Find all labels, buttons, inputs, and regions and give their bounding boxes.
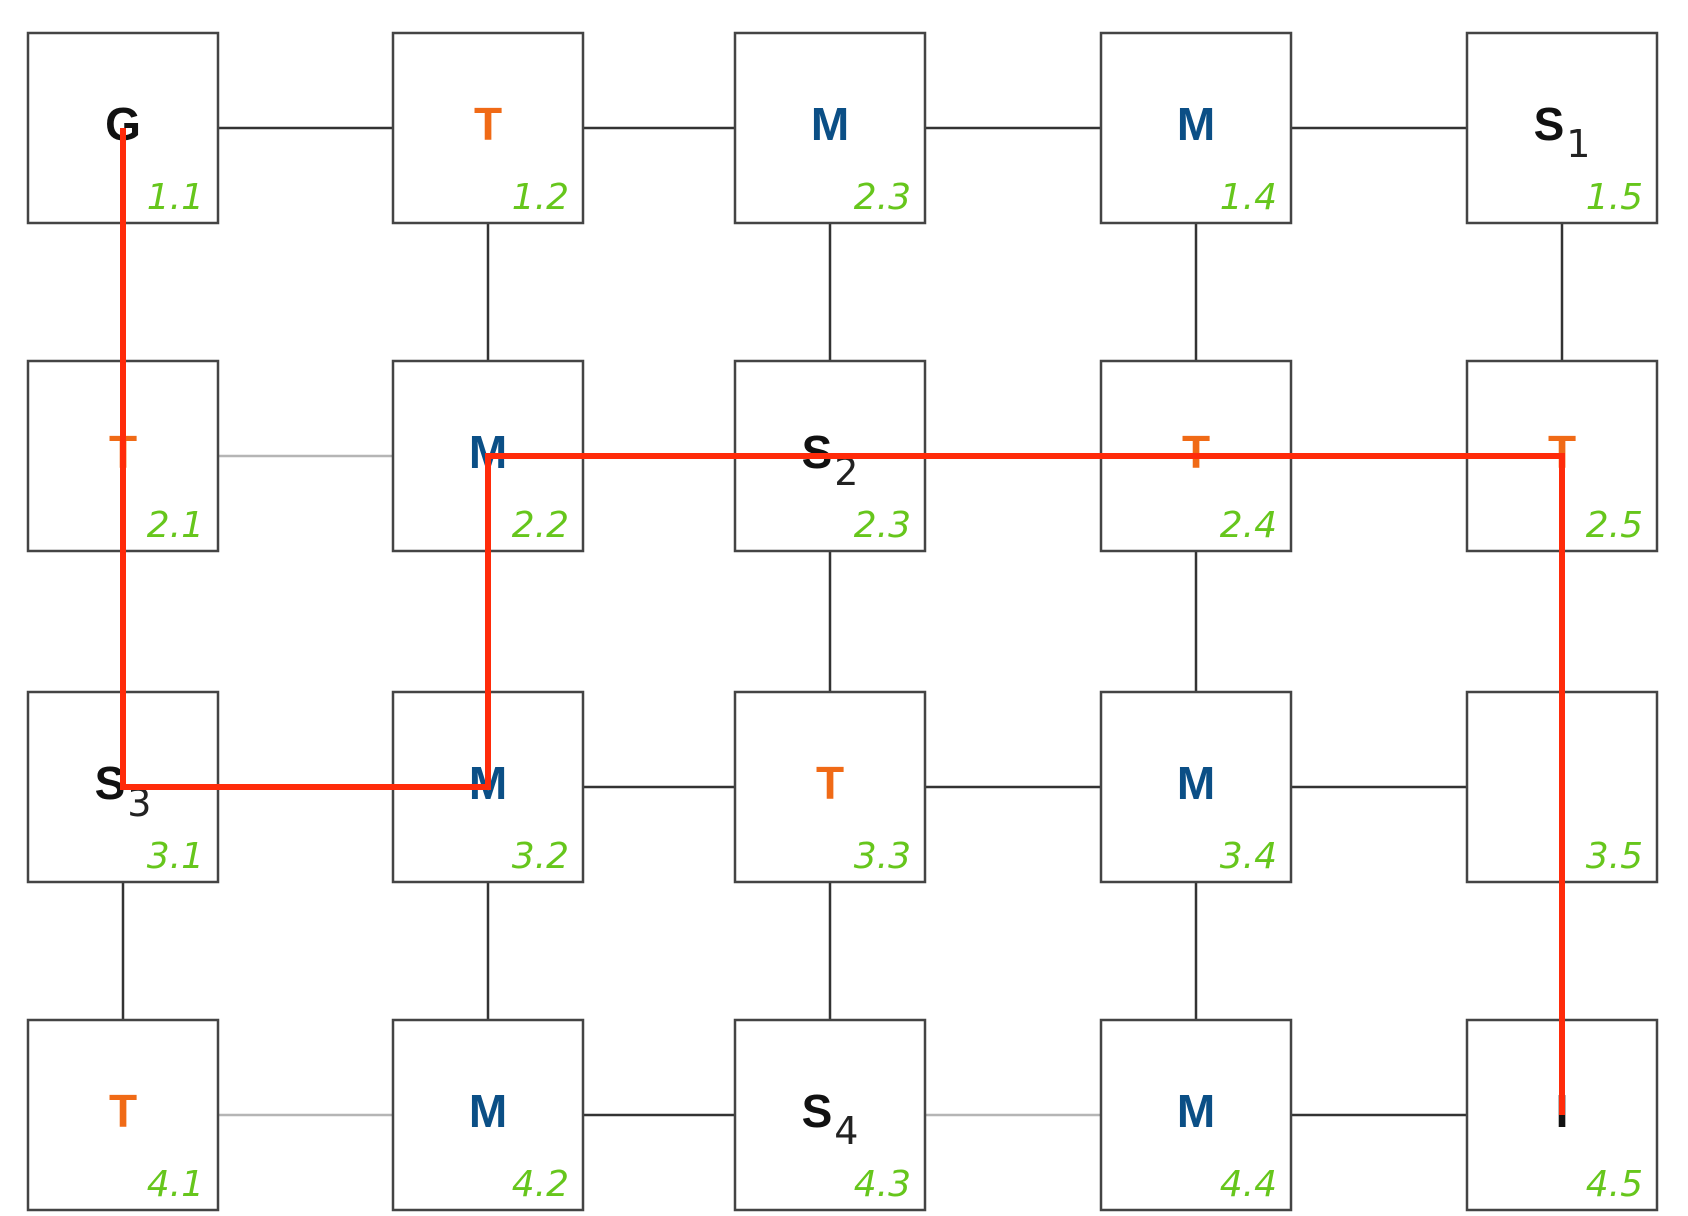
node-letter: T xyxy=(109,1085,137,1137)
node-letter: M xyxy=(1177,757,1215,809)
node-letter: M xyxy=(1177,98,1215,150)
node-box xyxy=(391,31,585,225)
cell-id-label: 1.2 xyxy=(512,177,569,218)
cell-id-label: 4.5 xyxy=(1586,1164,1643,1205)
node-letter: T xyxy=(816,757,844,809)
cell-id-label: 3.2 xyxy=(512,836,569,877)
node-box xyxy=(733,1018,927,1212)
node-box xyxy=(733,31,927,225)
grid-node: S11.5 xyxy=(1465,31,1659,225)
grid-node: S44.3 xyxy=(733,1018,927,1212)
cell-id-label: 2.1 xyxy=(147,505,204,546)
cell-id-label: 3.5 xyxy=(1586,836,1643,877)
node-letter: T xyxy=(1182,426,1210,478)
grid-node: T3.3 xyxy=(733,690,927,884)
node-box xyxy=(391,1018,585,1212)
node-box xyxy=(1099,1018,1293,1212)
cell-id-label: 4.1 xyxy=(147,1164,204,1205)
node-letter: T xyxy=(474,98,502,150)
node-box xyxy=(1099,31,1293,225)
grid-node: M4.4 xyxy=(1099,1018,1293,1212)
cell-id-label: 4.3 xyxy=(854,1164,911,1205)
grid-node: M3.4 xyxy=(1099,690,1293,884)
nodes-layer: G1.1T1.2M2.3M1.4S11.5T2.1M2.2S22.3T2.4T2… xyxy=(26,31,1659,1212)
node-letter: M xyxy=(1177,1085,1215,1137)
node-letter: M xyxy=(811,98,849,150)
grid-node: T1.2 xyxy=(391,31,585,225)
node-letter: M xyxy=(469,1085,507,1137)
cell-id-label: 2.3 xyxy=(854,177,911,218)
cell-id-label: 4.4 xyxy=(1220,1164,1277,1205)
edges-layer xyxy=(121,126,1564,1117)
grid-node: M2.3 xyxy=(733,31,927,225)
cell-id-label: 1.1 xyxy=(147,177,204,218)
node-box xyxy=(733,690,927,884)
grid-node: M4.2 xyxy=(391,1018,585,1212)
cell-id-label: 3.4 xyxy=(1220,836,1277,877)
grid-node: T4.1 xyxy=(26,1018,220,1212)
cell-id-label: 2.4 xyxy=(1220,505,1277,546)
node-box xyxy=(1099,690,1293,884)
route-path xyxy=(120,128,1565,1115)
cell-id-label: 3.1 xyxy=(147,836,204,877)
cell-id-label: 1.4 xyxy=(1220,177,1277,218)
cell-id-label: 3.3 xyxy=(854,836,911,877)
node-subscript: 4 xyxy=(834,1109,858,1153)
cell-id-label: 2.3 xyxy=(854,505,911,546)
node-subscript: 1 xyxy=(1566,122,1590,166)
node-box xyxy=(1465,31,1659,225)
cell-id-label: 2.5 xyxy=(1586,505,1643,546)
cell-id-label: 2.2 xyxy=(512,505,569,546)
cell-id-label: 4.2 xyxy=(512,1164,569,1205)
cell-id-label: 1.5 xyxy=(1586,177,1643,218)
grid-node: M1.4 xyxy=(1099,31,1293,225)
path-layer xyxy=(120,128,1565,1115)
node-box xyxy=(26,1018,220,1212)
